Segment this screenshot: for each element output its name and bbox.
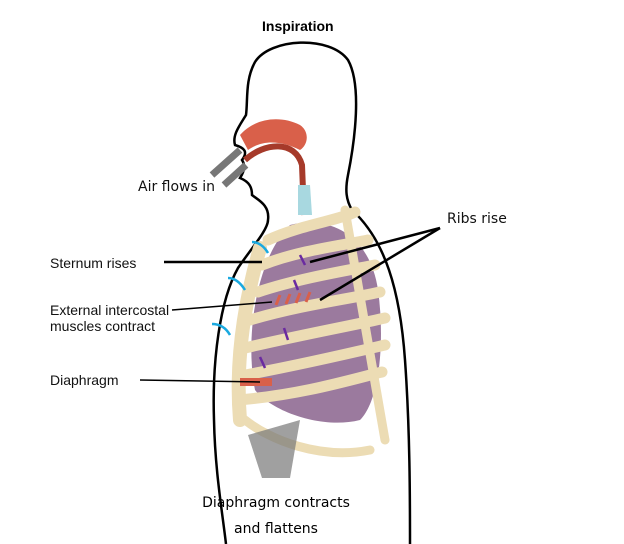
rib-arrows bbox=[258, 254, 307, 369]
trachea bbox=[242, 143, 307, 216]
caption-line-1: Diaphragm contracts bbox=[202, 495, 350, 511]
label-sternum-rises: Sternum rises bbox=[50, 255, 137, 271]
air-inflow-arrows bbox=[209, 147, 249, 188]
label-ribs-rise: Ribs rise bbox=[447, 211, 507, 227]
rib-cage bbox=[231, 205, 391, 458]
intercostal-arrows bbox=[274, 291, 312, 306]
label-air-flows-in: Air flows in bbox=[138, 179, 216, 195]
label-diaphragm: Diaphragm bbox=[50, 372, 119, 388]
nasal-cavity bbox=[240, 119, 307, 150]
abdomen-arrow bbox=[248, 420, 300, 478]
sternum-arrows bbox=[211, 240, 270, 336]
label-intercostal-2: muscles contract bbox=[50, 318, 156, 334]
trachea-lower bbox=[298, 185, 312, 215]
leader-lines bbox=[139, 226, 441, 383]
caption-line-2: and flattens bbox=[234, 521, 318, 537]
label-intercostal-1: External intercostal bbox=[50, 302, 170, 318]
body-outline bbox=[212, 41, 412, 544]
diagram-title: Inspiration bbox=[262, 18, 334, 34]
